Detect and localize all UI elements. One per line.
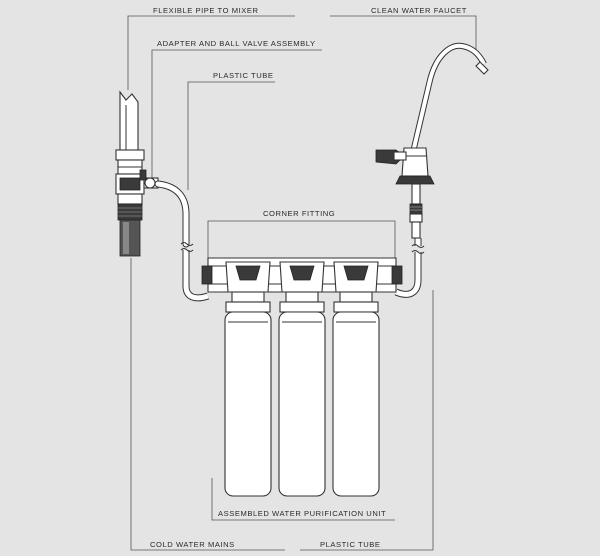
leader-plastic-tube-bottom	[300, 290, 434, 551]
filter-housing-1	[224, 311, 272, 497]
corner-fitting-right	[391, 265, 403, 285]
inlet-tube	[154, 180, 210, 302]
corner-fitting-left	[201, 265, 213, 285]
water-purification-unit	[201, 257, 403, 497]
leader-cold-water-mains	[130, 258, 285, 551]
break-mark	[411, 250, 425, 254]
label-plastic-tube-top: PLASTIC TUBE	[213, 71, 273, 80]
filter-head-2	[279, 261, 325, 313]
filter-head-3	[333, 261, 379, 313]
leader-flexible-pipe	[127, 15, 295, 90]
label-assembled-unit: ASSEMBLED WATER PURIFICATION UNIT	[218, 509, 386, 518]
label-clean-water-faucet: CLEAN WATER FAUCET	[371, 6, 467, 15]
faucet-tip	[475, 61, 489, 75]
clean-water-faucet	[375, 42, 489, 239]
label-adapter-ball-valve: ADAPTER AND BALL VALVE ASSEMBLY	[157, 39, 316, 48]
mains-pipe-upper	[119, 90, 139, 151]
leader-plastic-tube-top	[187, 81, 275, 190]
adapter-nut	[115, 149, 145, 161]
leader-lines	[127, 15, 477, 551]
faucet-base	[395, 175, 435, 185]
outlet-tube	[394, 238, 425, 298]
leader-assembled-unit	[211, 478, 395, 521]
break-mark	[180, 242, 194, 246]
valve-handle	[139, 169, 147, 181]
leader-corner-fitting	[207, 220, 396, 272]
adapter-ball-valve-assembly	[115, 90, 159, 257]
filter-housing-2	[278, 311, 326, 497]
label-plastic-tube-bottom: PLASTIC TUBE	[320, 540, 380, 549]
label-flexible-pipe: FLEXIBLE PIPE TO MIXER	[153, 6, 259, 15]
leader-adapter	[151, 49, 322, 178]
filter-head-1	[225, 261, 271, 313]
filter-housing-3	[332, 311, 380, 497]
label-corner-fitting: CORNER FITTING	[263, 209, 335, 218]
label-cold-water-mains: COLD WATER MAINS	[150, 540, 235, 549]
faucet-shank	[411, 183, 421, 205]
leader-faucet	[330, 15, 477, 52]
